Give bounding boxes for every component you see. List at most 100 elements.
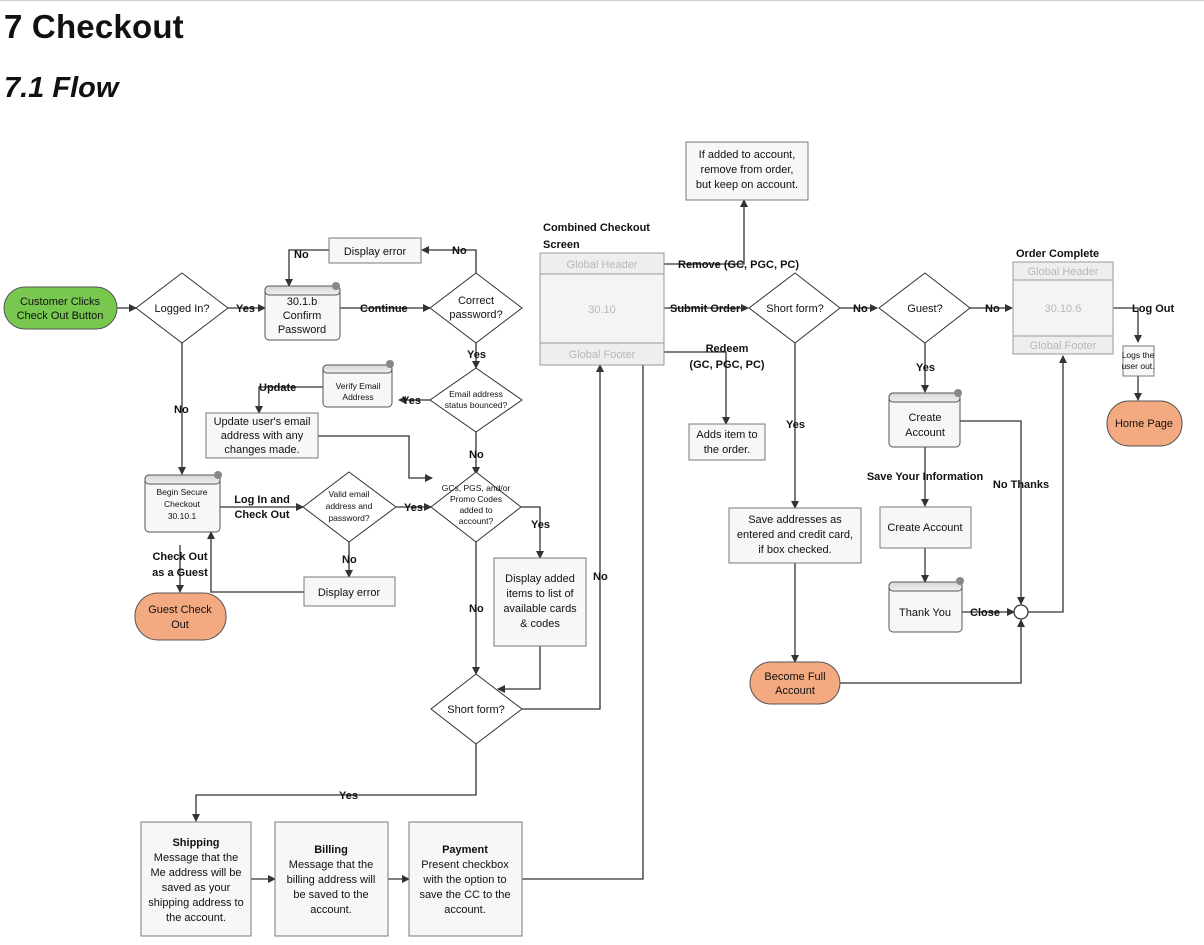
label-yes-short-mid: Yes bbox=[786, 419, 805, 431]
svg-text:Thank You: Thank You bbox=[899, 607, 951, 619]
label-yes-bounced: Yes bbox=[402, 395, 421, 407]
create-account-page: Create Account bbox=[888, 389, 962, 448]
display-error-top-box: Display error bbox=[328, 237, 422, 264]
label-checkout-guest-1: Check Out bbox=[152, 551, 207, 563]
svg-text:changes made.: changes made. bbox=[224, 444, 299, 456]
svg-text:Billing: Billing bbox=[314, 844, 348, 856]
billing-box: Billing Message that the billing address… bbox=[274, 821, 389, 937]
svg-text:Payment: Payment bbox=[442, 844, 488, 856]
svg-text:address and: address and bbox=[326, 501, 373, 511]
label-no-short-left: No bbox=[593, 571, 608, 583]
label-no-valid: No bbox=[342, 554, 357, 566]
svg-text:account?: account? bbox=[459, 516, 494, 526]
svg-text:Order Complete: Order Complete bbox=[1016, 248, 1099, 260]
svg-text:the account.: the account. bbox=[166, 912, 226, 924]
display-added-box: Display added items to list of available… bbox=[493, 557, 587, 647]
svg-text:entered and credit card,: entered and credit card, bbox=[737, 529, 853, 541]
label-no-bounced: No bbox=[469, 449, 484, 461]
email-bounced-decision: Email address status bounced? bbox=[429, 367, 523, 433]
svg-text:Email address: Email address bbox=[449, 389, 503, 399]
svg-text:Present checkbox: Present checkbox bbox=[421, 859, 509, 871]
label-yes-short-left: Yes bbox=[339, 790, 358, 802]
svg-text:30.10.1: 30.10.1 bbox=[168, 511, 197, 521]
svg-text:Begin Secure: Begin Secure bbox=[156, 487, 207, 497]
svg-text:30.10: 30.10 bbox=[588, 304, 616, 316]
svg-text:if box checked.: if box checked. bbox=[758, 544, 831, 556]
svg-text:Global Header: Global Header bbox=[567, 259, 638, 271]
svg-text:Become Full: Become Full bbox=[764, 671, 825, 683]
customer-clicks-terminal: Customer Clicks Check Out Button bbox=[3, 286, 118, 330]
svg-text:Global Footer: Global Footer bbox=[1030, 340, 1097, 352]
svg-text:Customer Clicks: Customer Clicks bbox=[20, 296, 101, 308]
svg-text:Create Account: Create Account bbox=[887, 522, 962, 534]
svg-text:Guest?: Guest? bbox=[907, 303, 942, 315]
svg-text:Out: Out bbox=[171, 619, 189, 631]
label-continue: Continue bbox=[360, 303, 408, 315]
become-full-account-terminal: Become Full Account bbox=[749, 661, 841, 705]
svg-text:remove from order,: remove from order, bbox=[701, 164, 794, 176]
svg-text:address with any: address with any bbox=[221, 430, 304, 442]
remove-note-box: If added to account, remove from order, … bbox=[685, 141, 809, 201]
svg-text:30.10.6: 30.10.6 bbox=[1045, 303, 1082, 315]
label-submit-order: Submit Order bbox=[670, 303, 741, 315]
svg-text:billing address will: billing address will bbox=[287, 874, 376, 886]
svg-text:with the option to: with the option to bbox=[422, 874, 506, 886]
svg-text:status bounced?: status bounced? bbox=[445, 400, 508, 410]
svg-text:Update user's email: Update user's email bbox=[214, 416, 311, 428]
svg-text:Message that the: Message that the bbox=[289, 859, 373, 871]
svg-text:Display added: Display added bbox=[505, 573, 575, 585]
logged-in-decision: Logged In? bbox=[135, 272, 229, 344]
svg-text:Valid email: Valid email bbox=[329, 489, 370, 499]
create-account-box: Create Account bbox=[879, 506, 972, 549]
svg-text:Global Header: Global Header bbox=[1028, 266, 1099, 278]
section-heading: 7 Checkout bbox=[4, 8, 184, 45]
guest-checkout-terminal: Guest Check Out bbox=[134, 592, 227, 641]
svg-text:shipping address to: shipping address to bbox=[148, 897, 243, 909]
label-no-short-mid: No bbox=[853, 303, 868, 315]
label-no-correct: No bbox=[452, 245, 467, 257]
adds-item-box: Adds item to the order. bbox=[688, 423, 766, 461]
svg-text:Password: Password bbox=[278, 324, 326, 336]
svg-text:Short form?: Short form? bbox=[766, 303, 823, 315]
svg-text:password?: password? bbox=[328, 513, 369, 523]
svg-text:save the CC to the: save the CC to the bbox=[419, 889, 510, 901]
logs-out-box: Logs the user out. bbox=[1121, 345, 1155, 377]
svg-text:Create: Create bbox=[908, 412, 941, 424]
svg-text:Screen: Screen bbox=[543, 239, 580, 251]
svg-text:Shipping: Shipping bbox=[172, 837, 219, 849]
svg-text:Correct: Correct bbox=[458, 295, 494, 307]
label-login-checkout-1: Log In and bbox=[234, 494, 290, 506]
short-form-left-decision: Short form? bbox=[430, 673, 523, 745]
update-email-box: Update user's email address with any cha… bbox=[205, 412, 319, 459]
begin-secure-checkout-page: Begin Secure Checkout 30.10.1 bbox=[144, 471, 222, 533]
merge-connector bbox=[1013, 604, 1029, 620]
svg-text:30.1.b: 30.1.b bbox=[287, 296, 318, 308]
label-no-error: No bbox=[294, 249, 309, 261]
valid-email-decision: Valid email address and password? bbox=[302, 471, 397, 543]
label-no-thanks: No Thanks bbox=[993, 479, 1049, 491]
confirm-password-page: 30.1.b Confirm Password bbox=[264, 282, 341, 341]
svg-text:Checkout: Checkout bbox=[164, 499, 201, 509]
label-log-out: Log Out bbox=[1132, 303, 1174, 315]
subsection-heading: 7.1 Flow bbox=[4, 72, 119, 104]
label-no-gc: No bbox=[469, 603, 484, 615]
label-yes-guest: Yes bbox=[916, 362, 935, 374]
svg-text:items to list of: items to list of bbox=[506, 588, 574, 600]
edge-labels: Yes No No No Continue Yes Yes Update No … bbox=[152, 245, 1174, 802]
svg-text:Verify Email: Verify Email bbox=[336, 381, 381, 391]
svg-text:account.: account. bbox=[310, 904, 352, 916]
label-save-info: Save Your Information bbox=[867, 471, 984, 483]
label-yes-gc: Yes bbox=[531, 519, 550, 531]
top-rule bbox=[0, 0, 1204, 1]
svg-text:Message that the: Message that the bbox=[154, 852, 238, 864]
label-no-guest: No bbox=[985, 303, 1000, 315]
label-yes-correct: Yes bbox=[467, 349, 486, 361]
verify-email-page: Verify Email Address bbox=[322, 360, 394, 408]
label-yes-logged: Yes bbox=[236, 303, 255, 315]
svg-text:Confirm: Confirm bbox=[283, 310, 322, 322]
label-redeem-2: (GC, PGC, PC) bbox=[689, 359, 765, 371]
svg-text:Save addresses as: Save addresses as bbox=[748, 514, 842, 526]
label-close: Close bbox=[970, 607, 1000, 619]
svg-text:Account: Account bbox=[905, 427, 945, 439]
svg-text:Combined Checkout: Combined Checkout bbox=[543, 222, 650, 234]
